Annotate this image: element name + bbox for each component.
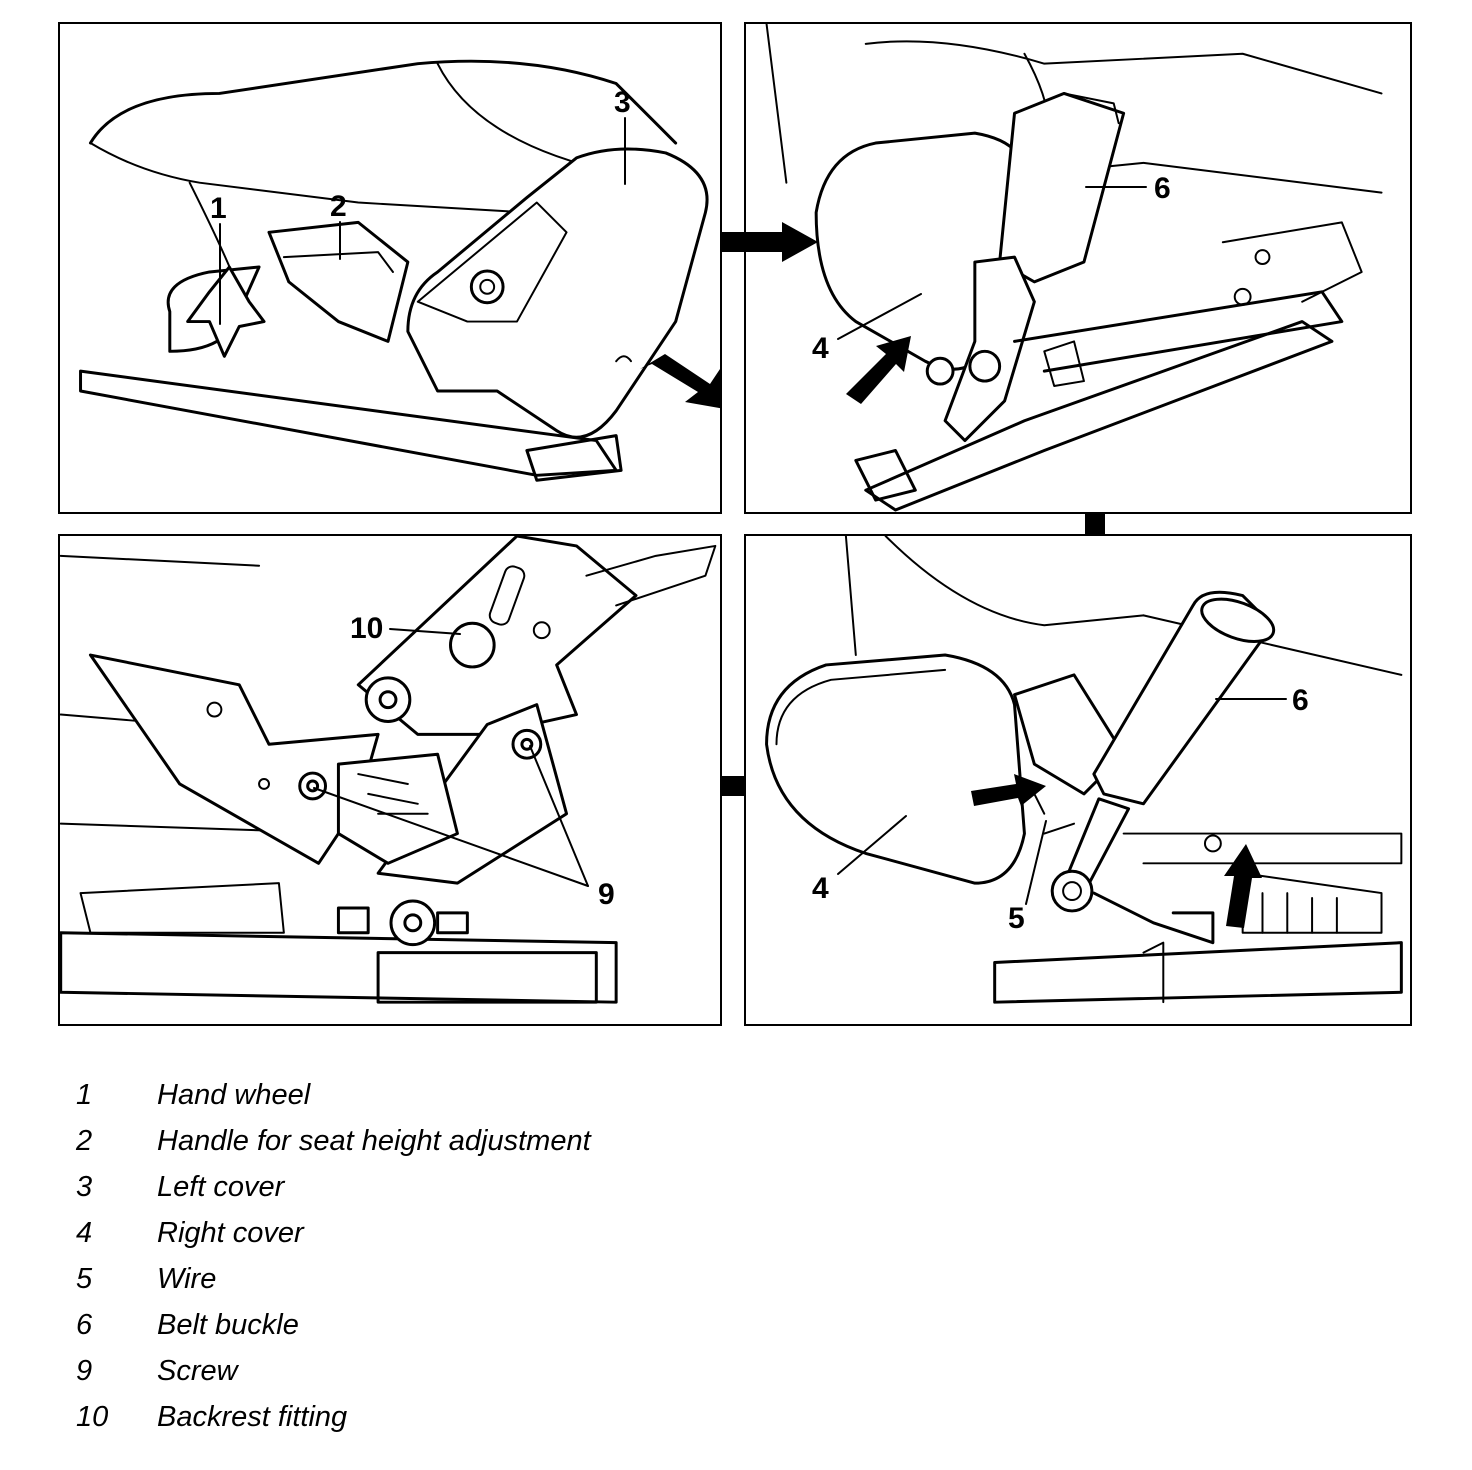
- legend-label: Hand wheel: [157, 1078, 311, 1111]
- callout-2: 2: [330, 190, 347, 223]
- callout-5: 5: [1008, 902, 1025, 935]
- callout-1: 1: [210, 192, 227, 225]
- legend-number: 5: [76, 1262, 93, 1295]
- panel-backrest-fitting: 10 9: [58, 534, 722, 1026]
- legend-item: 10 Backrest fitting: [76, 1394, 976, 1440]
- callout-10: 10: [350, 612, 384, 645]
- legend-label: Backrest fitting: [157, 1400, 348, 1433]
- legend-item: 5 Wire: [76, 1256, 976, 1302]
- legend-label: Right cover: [157, 1216, 304, 1249]
- legend-item: 4 Right cover: [76, 1210, 976, 1256]
- leader-line-6: [1085, 186, 1147, 188]
- legend-item: 2 Handle for seat height adjustment: [76, 1118, 976, 1164]
- legend-number: 1: [76, 1078, 93, 1111]
- legend-item: 9 Screw: [76, 1348, 976, 1394]
- legend-number: 3: [76, 1170, 93, 1203]
- leader-line-4: [837, 293, 922, 340]
- callout-4: 4: [812, 872, 829, 905]
- backrest-fitting-drawing: [60, 536, 717, 1004]
- legend-item: 3 Left cover: [76, 1164, 976, 1210]
- legend-item: 6 Belt buckle: [76, 1302, 976, 1348]
- legend: 1 Hand wheel 2 Handle for seat height ad…: [76, 1072, 976, 1440]
- arrow-icon-clip: [971, 774, 1046, 806]
- leader-lines-9: [313, 745, 589, 887]
- callout-9: 9: [598, 878, 615, 911]
- legend-number: 6: [76, 1308, 93, 1341]
- panel-remove-left-cover: 1 2 3: [58, 22, 722, 514]
- callout-6: 6: [1154, 172, 1171, 205]
- belt-buckle-drawing: [765, 536, 1403, 1004]
- leader-line-4: [837, 815, 907, 875]
- legend-number: 9: [76, 1354, 93, 1387]
- callout-4: 4: [812, 332, 829, 365]
- arrow-up-icon: [1224, 844, 1262, 928]
- legend-item: 1 Hand wheel: [76, 1072, 976, 1118]
- callout-6: 6: [1292, 684, 1309, 717]
- legend-label: Belt buckle: [157, 1308, 299, 1341]
- arrow-right-icon: [722, 222, 818, 262]
- callout-3: 3: [614, 86, 631, 119]
- leader-line-6: [1215, 698, 1287, 700]
- legend-number: 2: [76, 1124, 93, 1157]
- leader-line-1: [219, 223, 221, 325]
- panel-remove-right-cover: 6 4: [744, 22, 1412, 514]
- legend-label: Handle for seat height adjustment: [157, 1124, 591, 1157]
- legend-number: 4: [76, 1216, 93, 1249]
- legend-number: 10: [76, 1400, 109, 1433]
- panel-belt-buckle-wire: 6 4 5: [744, 534, 1412, 1026]
- seat-left-side-drawing: [79, 59, 709, 482]
- leader-line-5: [1025, 820, 1047, 905]
- leader-line-10: [389, 628, 461, 635]
- leader-line-3: [624, 117, 626, 185]
- seat-right-side-drawing: [765, 24, 1383, 512]
- arrow-icon-clip: [640, 354, 720, 409]
- legend-label: Screw: [157, 1354, 238, 1387]
- arrow-icon-clip: [846, 336, 911, 404]
- legend-label: Wire: [157, 1262, 217, 1295]
- leader-line-2: [339, 221, 341, 260]
- legend-label: Left cover: [157, 1170, 285, 1203]
